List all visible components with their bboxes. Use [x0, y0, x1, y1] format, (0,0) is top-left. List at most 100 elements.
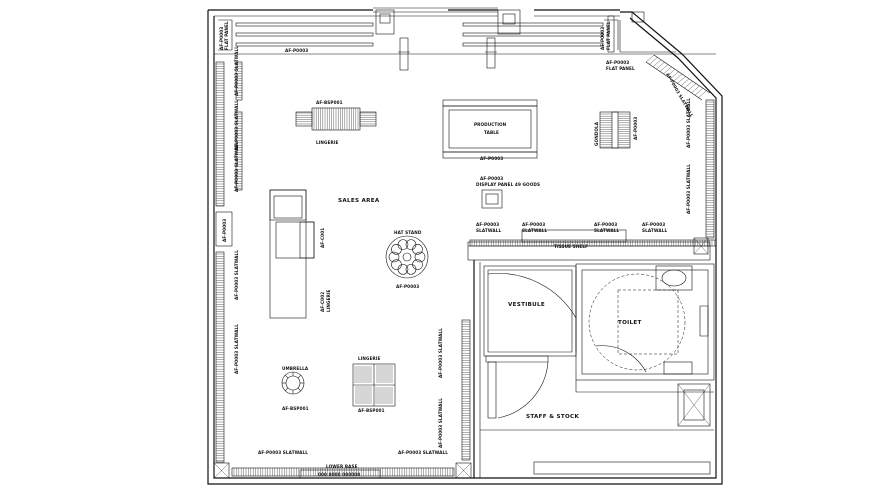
label-slatwall-r4: SLATWALL	[642, 228, 667, 233]
label-flat-panel-right: FLAT PANEL	[606, 21, 611, 50]
label-af-top-right: AF-P0003	[600, 27, 605, 50]
hatch-line	[285, 387, 289, 391]
label-cash-left: AF-P0003	[222, 219, 227, 242]
hatch-line	[645, 54, 655, 63]
slatwall-right	[705, 99, 715, 239]
slatwall-bottom	[231, 467, 455, 477]
hatch-frame	[461, 319, 471, 461]
hatch-line	[691, 85, 700, 94]
hat-hook	[412, 244, 423, 255]
label-af-r4: AF-P0003	[642, 222, 665, 227]
hatch-line	[687, 83, 697, 91]
label-slatwall-side-r2: AF-P0003 SLATWALL	[686, 164, 691, 214]
bottom-caption-box	[299, 469, 381, 479]
label-slatwall-r1: SLATWALL	[476, 228, 501, 233]
label-lingerie-top: LINGERIE	[316, 140, 339, 145]
production-table	[442, 99, 538, 159]
interior-rooms	[467, 229, 715, 478]
hatch-line	[680, 78, 690, 86]
label-display-caption: DISPLAY PANEL 49 GOODS	[476, 182, 540, 187]
label-lingerie-bottom: LINGERIE	[358, 356, 381, 361]
labels: FLAT PANEL AF-P0003 FLAT PANEL AF-P0003 …	[219, 21, 695, 477]
label-af-umbrella: AF-BSP001	[282, 406, 309, 411]
hatch-line	[684, 80, 693, 89]
label-slatwall-l2: AF-P0003 SLATWALL	[234, 100, 239, 150]
hatch-line	[659, 64, 669, 72]
top-panels	[214, 9, 716, 71]
hatch-frame	[215, 61, 225, 207]
lingerie-fixture-bottom	[352, 363, 396, 407]
lingerie-fixture-top	[295, 107, 377, 131]
label-slatwall-bm: AF-P0003 SLATWALL	[398, 450, 448, 455]
hatch-frame	[611, 111, 619, 149]
hatch-line	[694, 88, 704, 96]
label-staff-stock: STAFF & STOCK	[526, 414, 579, 420]
label-af-display: AF-P0003	[480, 176, 503, 181]
hat-hook	[391, 259, 402, 270]
hatch-line	[677, 76, 686, 84]
label-slatwall-bl: AF-P0003 SLATWALL	[258, 450, 308, 455]
hatch-line	[656, 61, 665, 70]
label-umbrella: UMBRELLA	[282, 366, 309, 371]
label-flat-panel-right-b: FLAT PANEL	[606, 66, 635, 71]
label-lingerie-mid: LINGERIE	[326, 289, 331, 312]
label-af-top-center: AF-P0003	[285, 48, 308, 53]
outer-walls	[207, 7, 723, 485]
hat-hook	[405, 264, 417, 275]
label-slatwall-l5: AF-P0003 SLATWALL	[234, 324, 239, 374]
hatch-line	[670, 71, 679, 79]
label-af-gondola-right: AF-P0003	[633, 117, 638, 140]
label-af-lingerie-top: AF-BSP001	[316, 100, 343, 105]
slatwall-diagonal	[645, 54, 711, 101]
label-slatwall-mid-left: AF-P0003 SLATWALL	[438, 328, 443, 378]
label-af-top-right-b: AF-P0003	[606, 60, 629, 65]
label-af-lingerie-bottom: AF-BSP001	[358, 408, 385, 413]
hat-hook	[414, 251, 426, 263]
label-hat-stand: HAT STAND	[394, 230, 422, 235]
hatch-line	[649, 57, 658, 65]
hat-hook	[397, 239, 409, 250]
label-bottom-caption-1: LOWER BASE	[326, 464, 358, 469]
label-af-hat: AF-P0003	[396, 284, 419, 289]
label-bottom-caption-2: 000 0000 000000	[318, 472, 360, 477]
label-af-r2: AF-P0003	[522, 222, 545, 227]
label-af-r1: AF-P0003	[476, 222, 499, 227]
label-gondola-right: GONDOLA	[594, 121, 599, 146]
hat-stand	[385, 235, 429, 279]
label-af-top-left: AF-P0003	[219, 27, 224, 50]
label-af-r3: AF-P0003	[594, 222, 617, 227]
hatch-line	[297, 387, 301, 391]
label-toilet: TOILET	[618, 320, 642, 326]
hatch-line	[663, 66, 672, 75]
slatwall-diagonal-edge	[645, 54, 711, 101]
label-sales-area: SALES AREA	[338, 198, 380, 204]
label-af-table: AF-P0003	[480, 156, 503, 161]
label-af-lingerie-mid: AF-C002	[320, 292, 325, 312]
label-slatwall-r2: SLATWALL	[522, 228, 547, 233]
label-production-table-2: TABLE	[484, 130, 499, 135]
hatch-frame	[231, 467, 455, 477]
umbrella-stand	[281, 371, 305, 395]
label-production-table-1: PRODUCTION	[474, 122, 507, 127]
label-slatwall-side-r: AF-P0003 SLATWALL	[686, 98, 691, 148]
label-slatwall-l3: AF-P0003 SLATWALL	[234, 142, 239, 192]
display-panel	[481, 189, 503, 209]
label-slatwall-r3: SLATWALL	[594, 228, 619, 233]
hat-hook	[397, 264, 409, 275]
label-af-counter: AF-C001	[320, 228, 325, 248]
hatch-line	[673, 73, 683, 82]
label-slatwall-l1: AF-P0003 SLATWALL	[234, 46, 239, 96]
label-tissue-shelf: TISSUE SHELF	[554, 244, 588, 249]
hatch-line	[652, 59, 662, 67]
label-vestibule: VESTIBULE	[508, 302, 545, 308]
left-niche	[215, 211, 233, 247]
gondola-right	[599, 111, 631, 149]
sales-counter	[269, 189, 315, 319]
hat-hook	[405, 239, 417, 250]
hatch-line	[698, 90, 707, 98]
hatch-line	[666, 69, 676, 77]
slatwall-left	[215, 61, 243, 463]
hatch-line	[285, 375, 289, 379]
label-flat-panel-left: FLAT PANEL	[224, 21, 229, 50]
